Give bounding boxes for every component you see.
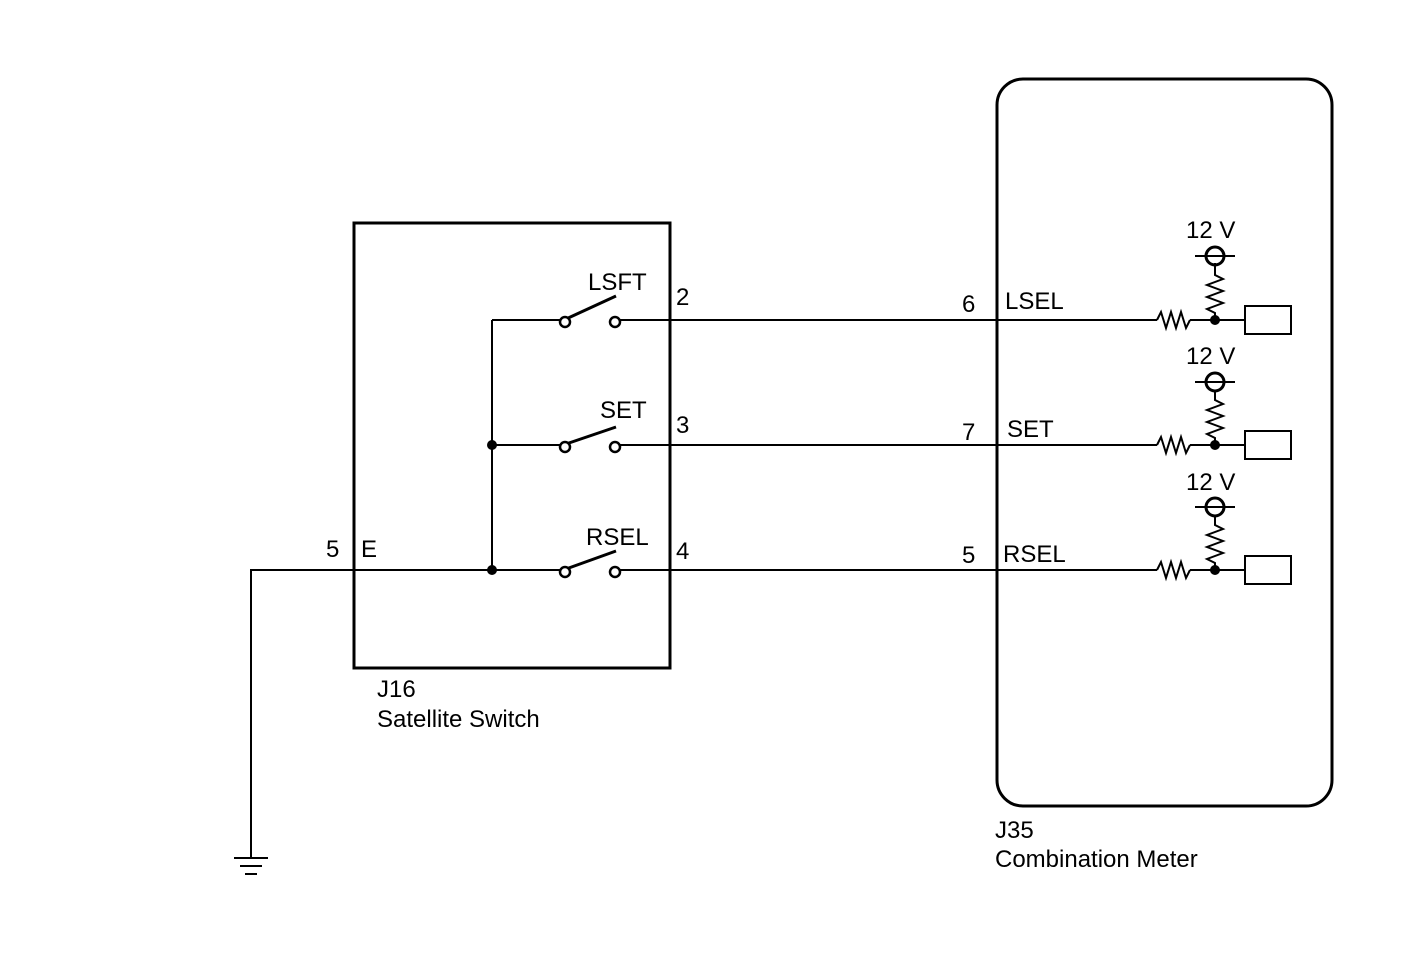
j16-connector-id: J16 xyxy=(377,676,416,703)
j35-pin-6: 6 xyxy=(962,291,975,318)
j35-pin-5: 5 xyxy=(962,542,975,569)
resistor-icon xyxy=(1204,391,1226,445)
resistor-icon xyxy=(1204,516,1226,570)
j16-component-name: Satellite Switch xyxy=(377,706,540,733)
j35-pin-7: 7 xyxy=(962,419,975,446)
j16-switch-label-set: SET xyxy=(600,397,647,424)
j16-ground-pin-label: E xyxy=(361,536,377,563)
j35-combination-meter-box xyxy=(995,77,1334,808)
circuit-rsel-rsel: RSEL 4 5 RSEL 12 V xyxy=(492,469,1292,585)
circuit-set-set: SET 3 7 SET 12 V xyxy=(492,343,1292,460)
j16-pin-2: 2 xyxy=(676,284,689,311)
j35-supply-voltage: 12 V xyxy=(1186,469,1235,496)
j35-input-label-rsel: RSEL xyxy=(1003,541,1066,568)
j16-switch-label-lsft: LSFT xyxy=(588,269,647,296)
j35-input-label-lsel: LSEL xyxy=(1005,288,1064,315)
j16-pin-3: 3 xyxy=(676,412,689,439)
j16-pin-4: 4 xyxy=(676,538,689,565)
ground-symbol-icon xyxy=(234,857,268,875)
resistor-icon xyxy=(1204,263,1226,320)
j35-input-receiver-icon xyxy=(1244,305,1292,335)
j35-component-name: Combination Meter xyxy=(995,846,1198,873)
switch-icon xyxy=(558,294,622,329)
ground-circuit: 5 E xyxy=(234,536,492,875)
circuit-lsft-lsel: LSFT 2 6 LSEL 12 V xyxy=(492,217,1292,335)
j35-supply-voltage: 12 V xyxy=(1186,343,1235,370)
j35-input-receiver-icon xyxy=(1244,430,1292,460)
j35-connector-id: J35 xyxy=(995,817,1034,844)
j16-ground-pin-number: 5 xyxy=(326,536,339,563)
resistor-icon xyxy=(1156,558,1191,582)
switch-icon xyxy=(558,425,622,454)
j35-input-label-set: SET xyxy=(1007,416,1054,443)
resistor-icon xyxy=(1156,308,1191,332)
j16-switch-label-rsel: RSEL xyxy=(586,524,649,551)
switch-icon xyxy=(558,549,622,579)
j35-supply-voltage: 12 V xyxy=(1186,217,1235,244)
resistor-icon xyxy=(1156,433,1191,457)
j35-input-receiver-icon xyxy=(1244,555,1292,585)
